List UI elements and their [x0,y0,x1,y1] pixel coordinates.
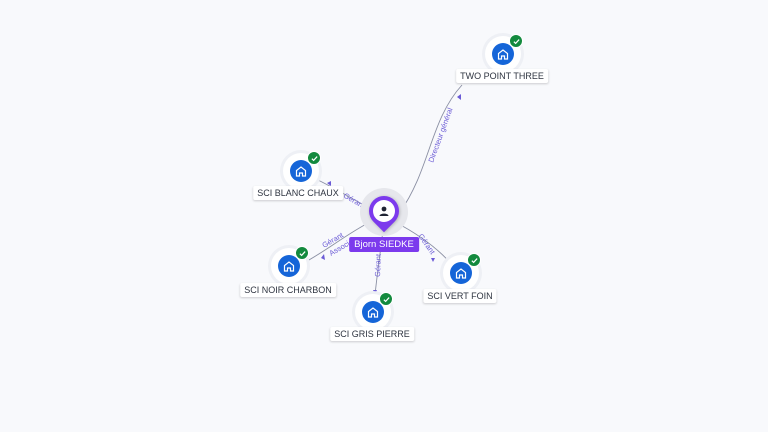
company-node-sci-blanc-chaux[interactable] [283,151,321,189]
company-node-sci-vert-foin[interactable] [443,253,481,291]
edge-label-two-point-three: Directeur général [426,106,454,163]
company-label-sci-vert-foin[interactable]: SCI VERT FOIN [423,289,497,303]
person-node[interactable] [360,188,408,236]
verified-check-icon [295,246,309,260]
company-building-icon [497,49,509,60]
arrow-sci-vert-foin [431,258,435,262]
edge-sci-noir-charbon [299,221,371,266]
company-label-sci-noir-charbon[interactable]: SCI NOIR CHARBON [240,283,336,297]
edge-label-sci-vert-foin: Gérant [416,232,437,257]
person-pin [362,189,406,233]
edge-two-point-three [399,84,463,213]
edge-sci-gris-pierre [374,229,384,296]
company-label-two-point-three[interactable]: TWO POINT THREE [456,69,548,83]
company-node-sci-noir-charbon[interactable] [271,246,309,284]
edge-label-sci-gris-pierre: Gérant [373,253,383,277]
verified-check-icon [307,151,321,165]
company-node-sci-gris-pierre[interactable] [355,292,393,330]
verified-check-icon [379,292,393,306]
company-label-sci-blanc-chaux[interactable]: SCI BLANC CHAUX [253,186,343,200]
company-building-icon [367,307,379,318]
arrow-sci-gris-pierre [373,290,377,294]
company-label-sci-gris-pierre[interactable]: SCI GRIS PIERRE [330,327,414,341]
verified-check-icon [467,253,481,267]
company-building-icon [455,268,467,279]
person-name-label[interactable]: Bjorn SIEDKE [349,237,419,252]
verified-check-icon [509,34,523,48]
arrow-two-point-three [457,94,461,100]
company-building-icon [283,261,295,272]
arrow-sci-noir-charbon [321,254,325,260]
company-node-two-point-three[interactable] [485,34,523,72]
person-icon [379,206,389,216]
arrow-sci-blanc-chaux [327,181,331,186]
company-building-icon [295,166,307,177]
